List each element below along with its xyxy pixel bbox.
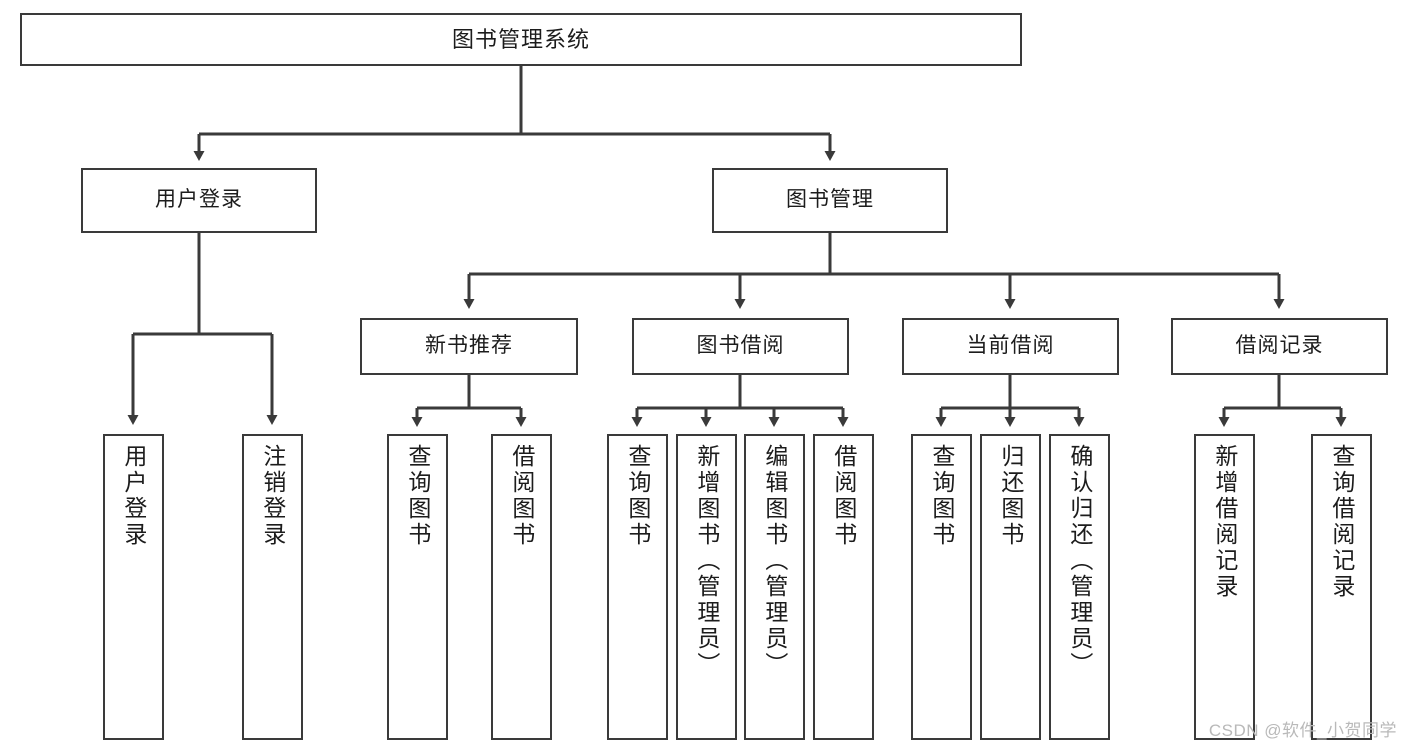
node-new-book-recommend[interactable]: 新书推荐 bbox=[360, 318, 578, 375]
node-borrow-record-label: 借阅记录 bbox=[1235, 334, 1324, 358]
leaf-nbr-query-book[interactable]: 查询图书 bbox=[387, 434, 448, 740]
node-book-borrow-label: 图书借阅 bbox=[696, 334, 785, 358]
leaf-bb-borrow-book[interactable]: 借阅图书 bbox=[813, 434, 874, 740]
csdn-watermark: CSDN @软件_小贺同学 bbox=[1208, 721, 1397, 740]
leaf-user-login-label: 用户登录 bbox=[120, 444, 147, 548]
leaf-user-login[interactable]: 用户登录 bbox=[103, 434, 164, 740]
leaf-bb-query-book-label: 查询图书 bbox=[624, 444, 651, 548]
leaf-br-query-record[interactable]: 查询借阅记录 bbox=[1311, 434, 1372, 740]
leaf-cb-return-book[interactable]: 归还图书 bbox=[980, 434, 1041, 740]
leaf-bb-edit-book-label: 编辑图书（管理员） bbox=[761, 444, 788, 678]
leaf-nbr-query-book-label: 查询图书 bbox=[404, 444, 431, 548]
node-borrow-record[interactable]: 借阅记录 bbox=[1171, 318, 1388, 375]
leaf-bb-query-book[interactable]: 查询图书 bbox=[607, 434, 668, 740]
node-book-borrow[interactable]: 图书借阅 bbox=[632, 318, 849, 375]
node-root-label: 图书管理系统 bbox=[451, 26, 590, 52]
node-root[interactable]: 图书管理系统 bbox=[20, 13, 1022, 66]
node-book-management-label: 图书管理 bbox=[786, 188, 874, 212]
leaf-br-query-record-label: 查询借阅记录 bbox=[1328, 444, 1355, 600]
leaf-cb-query-book-label: 查询图书 bbox=[928, 444, 955, 548]
node-new-book-recommend-label: 新书推荐 bbox=[425, 334, 513, 358]
leaf-bb-edit-book[interactable]: 编辑图书（管理员） bbox=[744, 434, 805, 740]
leaf-bb-borrow-book-label: 借阅图书 bbox=[830, 444, 857, 548]
leaf-bb-add-book[interactable]: 新增图书（管理员） bbox=[676, 434, 737, 740]
node-user-login[interactable]: 用户登录 bbox=[81, 168, 317, 233]
leaf-nbr-borrow-book[interactable]: 借阅图书 bbox=[491, 434, 552, 740]
leaf-br-add-record[interactable]: 新增借阅记录 bbox=[1194, 434, 1255, 740]
node-current-borrow-label: 当前借阅 bbox=[966, 334, 1055, 358]
leaf-nbr-borrow-book-label: 借阅图书 bbox=[508, 444, 535, 548]
leaf-cb-confirm-return[interactable]: 确认归还（管理员） bbox=[1049, 434, 1110, 740]
leaf-logout-label: 注销登录 bbox=[259, 444, 286, 548]
leaf-cb-return-book-label: 归还图书 bbox=[997, 444, 1024, 548]
node-user-login-label: 用户登录 bbox=[155, 188, 243, 212]
leaf-cb-query-book[interactable]: 查询图书 bbox=[911, 434, 972, 740]
leaf-logout[interactable]: 注销登录 bbox=[242, 434, 303, 740]
leaf-bb-add-book-label: 新增图书（管理员） bbox=[693, 444, 720, 678]
node-book-management[interactable]: 图书管理 bbox=[712, 168, 948, 233]
leaf-cb-confirm-return-label: 确认归还（管理员） bbox=[1066, 444, 1093, 678]
node-current-borrow[interactable]: 当前借阅 bbox=[902, 318, 1119, 375]
leaf-br-add-record-label: 新增借阅记录 bbox=[1211, 444, 1238, 600]
